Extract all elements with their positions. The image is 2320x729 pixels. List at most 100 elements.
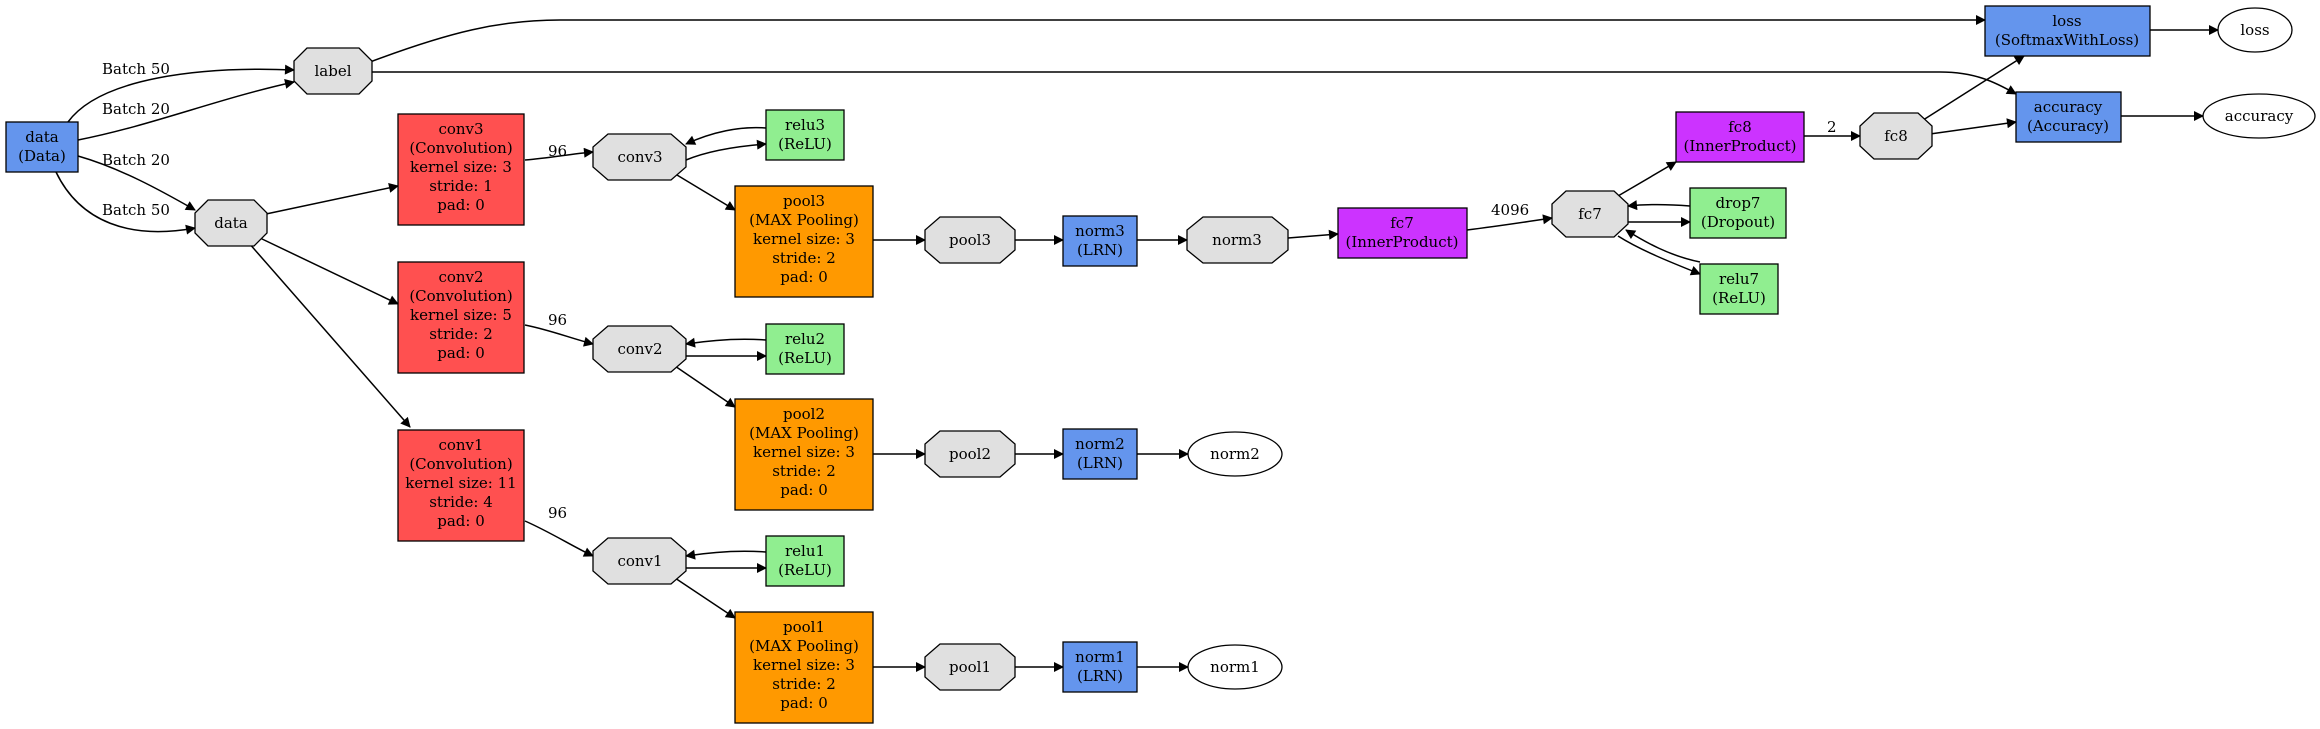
layer-line: pool2 — [783, 405, 825, 423]
layer-line: stride: 2 — [772, 249, 836, 267]
edge-conv3-to-blob — [524, 147, 594, 161]
blob-pool2[interactable]: pool2 — [924, 430, 1016, 478]
layer-line: pad: 0 — [780, 268, 828, 286]
layer-line: (Convolution) — [409, 455, 512, 473]
blob-conv3[interactable]: conv3 — [592, 133, 687, 181]
layer-line: (ReLU) — [778, 349, 832, 367]
layer-line: (Dropout) — [1701, 213, 1775, 231]
layer-line: (MAX Pooling) — [749, 211, 859, 229]
blob-pool1[interactable]: pool1 — [924, 643, 1016, 691]
edges — [55, 15, 2219, 672]
layer-line: (InnerProduct) — [1684, 137, 1797, 155]
layer-line: kernel size: 5 — [410, 306, 512, 324]
edge-fc7-to-relu7 — [1617, 235, 1701, 276]
blob-norm3[interactable]: norm3 — [1186, 216, 1289, 264]
layer-relu1[interactable]: relu1 (ReLU) — [765, 535, 845, 587]
layer-line: conv1 — [438, 436, 483, 454]
blob-text: pool2 — [949, 445, 991, 463]
edge-conv3-to-relu3 — [685, 139, 767, 161]
edge-data-to-label-top — [67, 64, 295, 123]
blob-fc7[interactable]: fc7 — [1551, 190, 1629, 238]
output-text: norm1 — [1210, 658, 1260, 676]
layer-line: kernel size: 3 — [753, 656, 855, 674]
layer-fc8[interactable]: fc8 (InnerProduct) — [1675, 111, 1805, 163]
layer-norm1[interactable]: norm1 (LRN) — [1062, 641, 1138, 693]
layer-norm3[interactable]: norm3 (LRN) — [1062, 215, 1138, 267]
layer-line: pad: 0 — [437, 344, 485, 362]
output-text: loss — [2240, 21, 2269, 39]
layer-line: stride: 2 — [429, 325, 493, 343]
layer-pool3[interactable]: pool3 (MAX Pooling) kernel size: 3 strid… — [734, 185, 874, 298]
layer-pool1[interactable]: pool1 (MAX Pooling) kernel size: 3 strid… — [734, 611, 874, 724]
edge-datablob-to-conv2 — [259, 237, 399, 305]
blob-fc8[interactable]: fc8 — [1859, 112, 1933, 160]
edge-label-batch: Batch 50 — [102, 201, 170, 219]
layer-conv3[interactable]: conv3 (Convolution) kernel size: 3 strid… — [397, 113, 525, 226]
layer-line: conv3 — [438, 120, 483, 138]
blob-text: fc7 — [1578, 205, 1602, 223]
layer-line: (LRN) — [1077, 454, 1123, 472]
layer-line: relu1 — [785, 542, 825, 560]
edge-label-batch: Batch 20 — [102, 100, 170, 118]
layer-line: stride: 1 — [429, 177, 493, 195]
layer-fc7[interactable]: fc7 (InnerProduct) — [1337, 207, 1468, 259]
layer-line: relu7 — [1719, 270, 1759, 288]
blob-conv2[interactable]: conv2 — [592, 325, 687, 373]
edge-drop7-to-fc7 — [1627, 200, 1691, 211]
layer-relu7[interactable]: relu7 (ReLU) — [1699, 263, 1779, 315]
edge-conv3-to-pool3 — [671, 171, 736, 211]
edge-relu3-to-conv3 — [685, 126, 767, 145]
layer-line: (ReLU) — [778, 135, 832, 153]
layer-conv2[interactable]: conv2 (Convolution) kernel size: 5 strid… — [397, 261, 525, 374]
edge-label-to-loss — [369, 15, 1986, 63]
layer-line: data — [25, 128, 59, 146]
layer-line: pad: 0 — [780, 481, 828, 499]
edge-datablob-to-conv1 — [247, 241, 411, 428]
layer-line: kernel size: 11 — [405, 474, 516, 492]
layer-line: (Convolution) — [409, 139, 512, 157]
blob-text: pool3 — [949, 231, 991, 249]
blob-conv1[interactable]: conv1 — [592, 537, 687, 585]
layer-line: pad: 0 — [437, 196, 485, 214]
edge-label-count: 96 — [548, 504, 567, 522]
edge-datablob-to-conv3 — [265, 182, 399, 215]
layer-nodes: data (Data) conv3 (Convolution) kernel s… — [5, 5, 2151, 724]
edge-data-to-label-bottom — [77, 79, 295, 141]
layer-norm2[interactable]: norm2 (LRN) — [1062, 428, 1138, 480]
blob-pool3[interactable]: pool3 — [924, 216, 1016, 264]
layer-loss[interactable]: loss (SoftmaxWithLoss) — [1984, 5, 2151, 57]
edge-fc7blob-to-fc8 — [1617, 161, 1677, 197]
layer-drop7[interactable]: drop7 (Dropout) — [1689, 187, 1787, 239]
edge-data-to-datablob-bottom — [55, 171, 196, 235]
layer-conv1[interactable]: conv1 (Convolution) kernel size: 11 stri… — [397, 429, 525, 542]
layer-data[interactable]: data (Data) — [5, 121, 79, 173]
edge-norm3blob-to-fc7 — [1287, 229, 1339, 240]
blob-text: conv2 — [617, 340, 662, 358]
blob-data[interactable]: data — [194, 199, 268, 247]
layer-line: norm1 — [1075, 648, 1125, 666]
layer-line: kernel size: 3 — [410, 158, 512, 176]
output-norm2[interactable]: norm2 — [1187, 431, 1283, 477]
layer-accuracy[interactable]: accuracy (Accuracy) — [2015, 91, 2122, 143]
layer-line: relu3 — [785, 116, 825, 134]
layer-line: stride: 2 — [772, 462, 836, 480]
output-loss[interactable]: loss — [2217, 7, 2293, 53]
edge-conv1-to-pool1 — [671, 575, 736, 619]
edge-labels: Batch 50 Batch 20 Batch 20 Batch 50 96 9… — [102, 60, 1837, 522]
layer-line: fc7 — [1390, 214, 1414, 232]
output-norm1[interactable]: norm1 — [1187, 644, 1283, 690]
output-accuracy[interactable]: accuracy — [2202, 93, 2316, 139]
layer-line: (InnerProduct) — [1346, 233, 1459, 251]
layer-relu2[interactable]: relu2 (ReLU) — [765, 323, 845, 375]
layer-pool2[interactable]: pool2 (MAX Pooling) kernel size: 3 strid… — [734, 398, 874, 511]
layer-line: kernel size: 3 — [753, 443, 855, 461]
layer-line: norm2 — [1075, 435, 1125, 453]
layer-line: stride: 2 — [772, 675, 836, 693]
blob-label[interactable]: label — [293, 47, 373, 95]
edge-label-batch: Batch 50 — [102, 60, 170, 78]
blob-text: norm3 — [1212, 231, 1262, 249]
layer-line: (ReLU) — [1712, 289, 1766, 307]
layer-relu3[interactable]: relu3 (ReLU) — [765, 109, 845, 161]
edge-relu1-to-conv1 — [685, 549, 767, 560]
